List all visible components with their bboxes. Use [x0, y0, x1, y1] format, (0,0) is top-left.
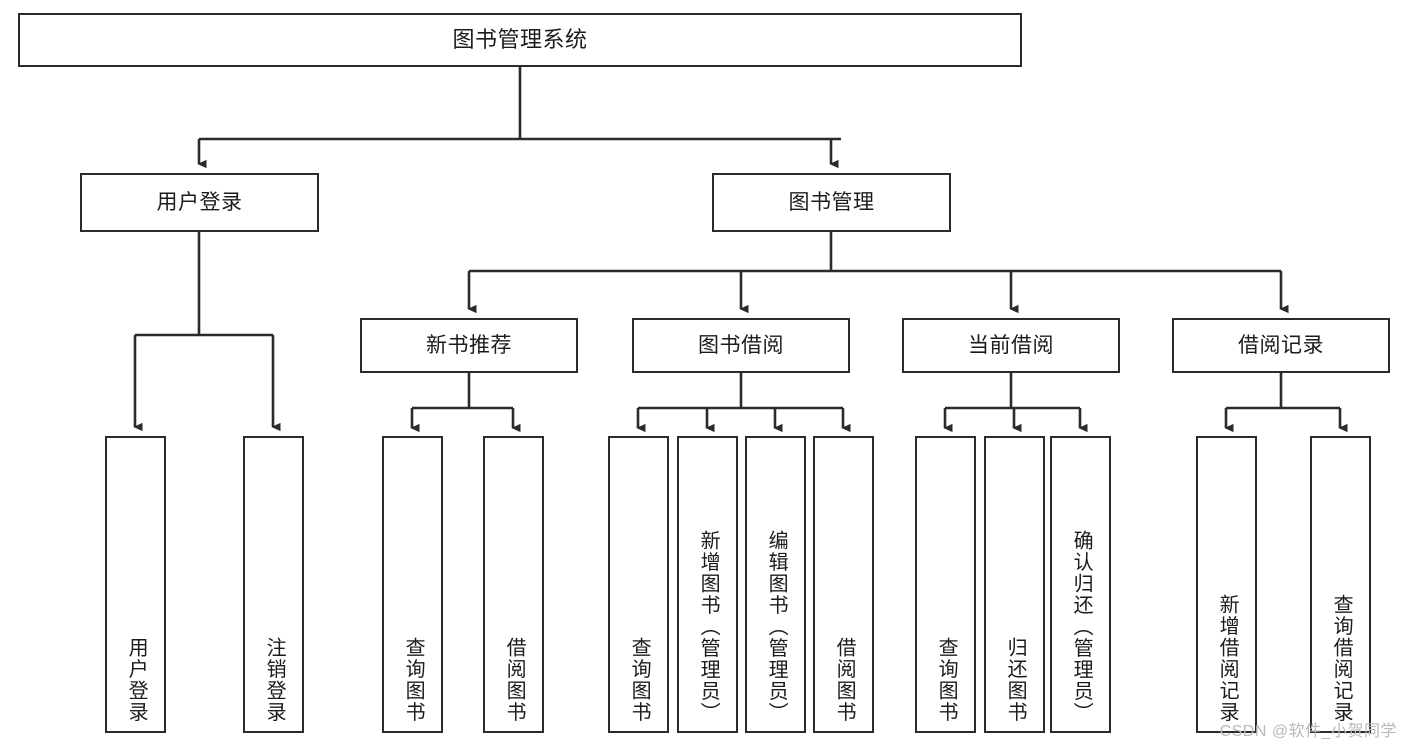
node-label: 归还图书 [1004, 637, 1027, 723]
node-label: 查询图书 [628, 637, 651, 723]
leaf-borrow-record-add[interactable]: 新增借阅记录 [1196, 436, 1257, 733]
node-label: 注销登录 [263, 637, 286, 723]
leaf-book-borrow-add[interactable]: 新增图书（管理员） [677, 436, 738, 733]
node-label: 查询图书 [402, 637, 425, 723]
node-label: 新增借阅记录 [1216, 594, 1239, 723]
node-book-borrow[interactable]: 图书借阅 [632, 318, 850, 373]
leaf-book-borrow-edit[interactable]: 编辑图书（管理员） [745, 436, 806, 733]
leaf-user-login-login[interactable]: 用户登录 [105, 436, 166, 733]
node-label: 查询借阅记录 [1330, 594, 1353, 723]
leaf-borrow-record-query[interactable]: 查询借阅记录 [1310, 436, 1371, 733]
node-root-book-management-system[interactable]: 图书管理系统 [18, 13, 1022, 67]
node-label: 确认归还（管理员） [1070, 529, 1093, 724]
node-label: 用户登录 [125, 637, 148, 723]
leaf-current-borrow-confirm-return[interactable]: 确认归还（管理员） [1050, 436, 1111, 733]
node-label: 图书借阅 [698, 333, 784, 357]
leaf-new-book-query[interactable]: 查询图书 [382, 436, 443, 733]
node-user-login[interactable]: 用户登录 [80, 173, 319, 232]
node-book-management[interactable]: 图书管理 [712, 173, 951, 232]
leaf-book-borrow-borrow[interactable]: 借阅图书 [813, 436, 874, 733]
leaf-user-login-logout[interactable]: 注销登录 [243, 436, 304, 733]
node-label: 图书管理 [788, 190, 875, 214]
node-label: 用户登录 [156, 190, 243, 214]
node-label: 当前借阅 [968, 333, 1054, 357]
leaf-current-borrow-return[interactable]: 归还图书 [984, 436, 1045, 733]
node-label: 图书管理系统 [452, 26, 588, 52]
node-current-borrow[interactable]: 当前借阅 [902, 318, 1120, 373]
node-label: 借阅记录 [1238, 333, 1324, 357]
leaf-book-borrow-query[interactable]: 查询图书 [608, 436, 669, 733]
node-borrow-record[interactable]: 借阅记录 [1172, 318, 1390, 373]
node-label: 新增图书（管理员） [697, 529, 720, 724]
node-label: 编辑图书（管理员） [765, 529, 788, 724]
node-new-book-recommend[interactable]: 新书推荐 [360, 318, 578, 373]
csdn-watermark: CSDN @软件_小贺同学 [1219, 723, 1397, 740]
node-label: 查询图书 [935, 637, 958, 723]
leaf-new-book-borrow[interactable]: 借阅图书 [483, 436, 544, 733]
node-label: 借阅图书 [833, 637, 856, 723]
leaf-current-borrow-query[interactable]: 查询图书 [915, 436, 976, 733]
node-label: 新书推荐 [426, 333, 512, 357]
node-label: 借阅图书 [503, 637, 526, 723]
